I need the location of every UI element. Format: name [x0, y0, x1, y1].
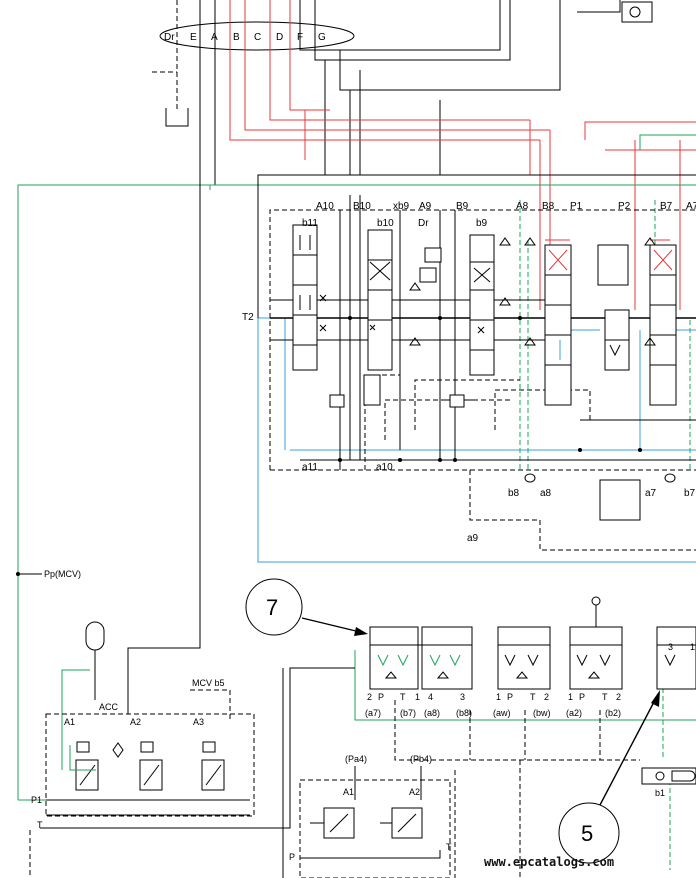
svg-text:(aw): (aw) [493, 708, 511, 718]
port-p1: P1 [570, 201, 583, 212]
svg-text:ACC: ACC [99, 702, 119, 712]
port-a7-bottom: a7 [645, 488, 657, 499]
svg-text:5: 5 [581, 821, 593, 846]
svg-text:A1: A1 [343, 787, 354, 797]
svg-text:P1: P1 [31, 795, 42, 805]
watermark: www.epcatalogs.com [484, 855, 614, 869]
port-b10: B10 [353, 201, 371, 212]
svg-text:T: T [602, 692, 608, 702]
spool-valve-8 [544, 244, 572, 406]
svg-text:(b7): (b7) [400, 708, 416, 718]
port-b7: B7 [660, 201, 673, 212]
connector-letter-e: E [190, 32, 197, 43]
spool-label-b9: b9 [476, 218, 488, 229]
connector-letter-d: D [276, 32, 283, 43]
svg-text:7: 7 [266, 595, 278, 620]
svg-text:(a7): (a7) [365, 708, 381, 718]
port-a8-bottom: a8 [540, 488, 552, 499]
svg-text:(a8): (a8) [424, 708, 440, 718]
svg-text:4: 4 [428, 692, 433, 702]
svg-text:2: 2 [544, 692, 549, 702]
port-a9: A9 [419, 201, 432, 212]
svg-text:P: P [507, 692, 513, 702]
port-a8: A8 [516, 201, 529, 212]
port-xb9: xb9 [393, 201, 410, 212]
svg-text:T: T [446, 842, 452, 852]
svg-text:A2: A2 [130, 717, 141, 727]
svg-text:MCV b5: MCV b5 [192, 678, 225, 688]
pilot-valve-group-1: 2 P T 1 4 3 (a7) (b7) (a8) (b8) [365, 626, 473, 718]
svg-text:2: 2 [616, 692, 621, 702]
svg-text:1: 1 [568, 692, 573, 702]
callout-5: 5 [558, 690, 660, 864]
port-a11: a11 [302, 462, 318, 473]
spool-label-b10: b10 [377, 218, 394, 229]
pilot-drain-lines [394, 700, 640, 878]
lower-pilot-block: (Pa4) (Pb4) A1 A2 P T [282, 668, 452, 878]
port-b7-bottom: b7 [684, 488, 696, 499]
port-a7: A7 [686, 201, 696, 212]
port-t2: T2 [242, 312, 254, 323]
svg-text:(a2): (a2) [566, 708, 582, 718]
svg-text:T: T [37, 820, 43, 830]
svg-text:P: P [579, 692, 585, 702]
spool-valve-10 [363, 229, 393, 406]
svg-text:3: 3 [460, 692, 465, 702]
svg-text:(bw): (bw) [533, 708, 551, 718]
pilot-valve-group-4: 3 1 [656, 626, 696, 690]
spool-valve-9 [469, 234, 495, 376]
svg-text:A3: A3 [193, 717, 204, 727]
port-a10: A10 [316, 201, 334, 212]
svg-text:1: 1 [690, 642, 695, 652]
port-b9: B9 [456, 201, 469, 212]
connector-letter-b: B [233, 32, 240, 43]
svg-text:A2: A2 [409, 787, 420, 797]
svg-text:P: P [289, 852, 295, 862]
b1-shuttle-symbol: b1 [641, 767, 696, 798]
spool-valve-7 [649, 244, 677, 406]
spool-label-b11: b11 [302, 218, 318, 229]
main-valve-port-labels: A10 B10 xb9 A9 B9 A8 B8 P1 P2 B7 A7 b11 … [242, 201, 696, 544]
svg-text:A1: A1 [64, 717, 75, 727]
pilot-valve-group-2: 1 P T 2 (aw) (bw) [493, 626, 551, 718]
svg-text:1: 1 [415, 692, 420, 702]
upper-black-lines [152, 0, 653, 185]
spool-valve-11 [292, 224, 327, 371]
connector-letter-g: G [318, 32, 326, 43]
port-a10-bottom: a10 [376, 462, 393, 473]
svg-text:1: 1 [496, 692, 501, 702]
pilot-valve-group-3: 1 P T 2 (a2) (b2) [566, 596, 623, 718]
svg-text:b1: b1 [655, 788, 665, 798]
pilot-pressure-label: Pp(MCV) [16, 569, 81, 579]
connector-letter-dr: Dr [164, 32, 175, 43]
port-p2: P2 [618, 201, 631, 212]
port-b8-bottom: b8 [508, 488, 520, 499]
spool-label-dr: Dr [418, 218, 429, 229]
svg-text:(b2): (b2) [605, 708, 621, 718]
svg-text:2: 2 [367, 692, 372, 702]
svg-text:T: T [400, 692, 406, 702]
port-b8: B8 [542, 201, 555, 212]
port-a9-bottom: a9 [467, 533, 479, 544]
svg-text:Pp(MCV): Pp(MCV) [44, 569, 81, 579]
spool-valve-p [597, 244, 630, 371]
solenoid-valve-block: ACC MCV b5 A1 A2 A3 P1 T [29, 0, 355, 878]
svg-text:(b8): (b8) [456, 708, 472, 718]
main-control-valve-block [257, 174, 696, 551]
connector-letter-c: C [254, 32, 261, 43]
svg-text:T: T [530, 692, 536, 702]
callout-7: 7 [245, 578, 368, 636]
svg-text:(Pa4): (Pa4) [345, 754, 367, 764]
svg-text:(Pb4): (Pb4) [410, 754, 432, 764]
connector-ellipse: Dr E A B C D F G [159, 21, 355, 51]
svg-text:P: P [378, 692, 384, 702]
svg-text:3: 3 [668, 642, 673, 652]
